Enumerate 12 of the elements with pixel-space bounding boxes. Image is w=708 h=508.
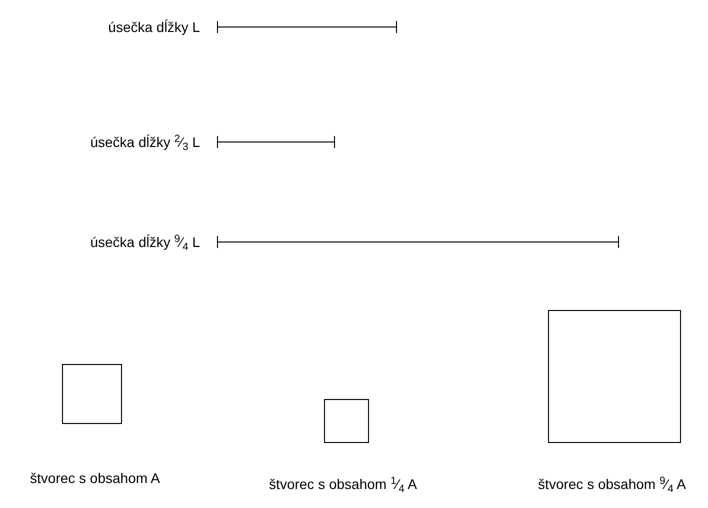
line-segment (217, 21, 397, 33)
square-caption: štvorec s obsahom $^{1}$⁄$_{4}$ A (269, 474, 417, 496)
square-caption: štvorec s obsahom $^{9}$⁄$_{4}$ A (538, 474, 686, 496)
square (62, 364, 122, 424)
segment-label: úsečka dĺžky $^{9}$⁄$_{4}$ L (90, 232, 200, 254)
segment-label: úsečka dĺžky L (108, 18, 200, 37)
square-caption: štvorec s obsahom A (30, 469, 160, 488)
line-segment (217, 136, 335, 148)
segment-label: úsečka dĺžky $^{2}$⁄$_{3}$ L (90, 132, 200, 154)
line-segment (217, 236, 619, 248)
square (548, 310, 681, 443)
square (324, 399, 369, 443)
